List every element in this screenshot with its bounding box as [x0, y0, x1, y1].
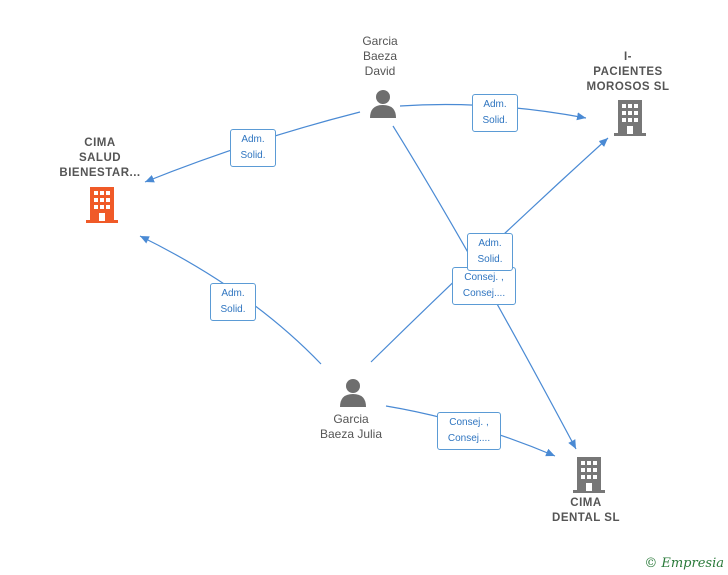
node-label-cima-salud[interactable]: CIMA SALUD BIENESTAR... — [59, 137, 141, 179]
relation-label[interactable]: Adm. Solid. — [472, 94, 518, 132]
relation-label[interactable]: Consej. , Consej.... — [437, 412, 501, 450]
building-icon[interactable] — [573, 457, 605, 493]
node-label-garcia-baeza-julia[interactable]: Garcia Baeza Julia — [319, 412, 383, 441]
node-label-i-pacientes[interactable]: I- PACIENTES MOROSOS SL — [586, 51, 670, 93]
relation-label[interactable]: Adm. Solid. — [210, 283, 256, 321]
relation-label[interactable]: Adm. Solid. — [467, 233, 513, 271]
person-icon[interactable] — [369, 89, 397, 118]
relation-label[interactable]: Consej. , Consej.... — [452, 267, 516, 305]
brand-logo: ©Empresia — [644, 556, 724, 571]
person-icon[interactable] — [339, 378, 367, 407]
brand-name: Empresia — [661, 556, 724, 571]
node-label-cima-dental[interactable]: CIMA DENTAL SL — [552, 497, 620, 524]
node-label-garcia-baeza-david[interactable]: Garcia Baeza David — [362, 34, 398, 78]
relation-label[interactable]: Adm. Solid. — [230, 129, 276, 167]
building-icon[interactable] — [614, 100, 646, 136]
building-icon[interactable] — [86, 187, 118, 223]
copyright-symbol: © — [644, 556, 658, 571]
